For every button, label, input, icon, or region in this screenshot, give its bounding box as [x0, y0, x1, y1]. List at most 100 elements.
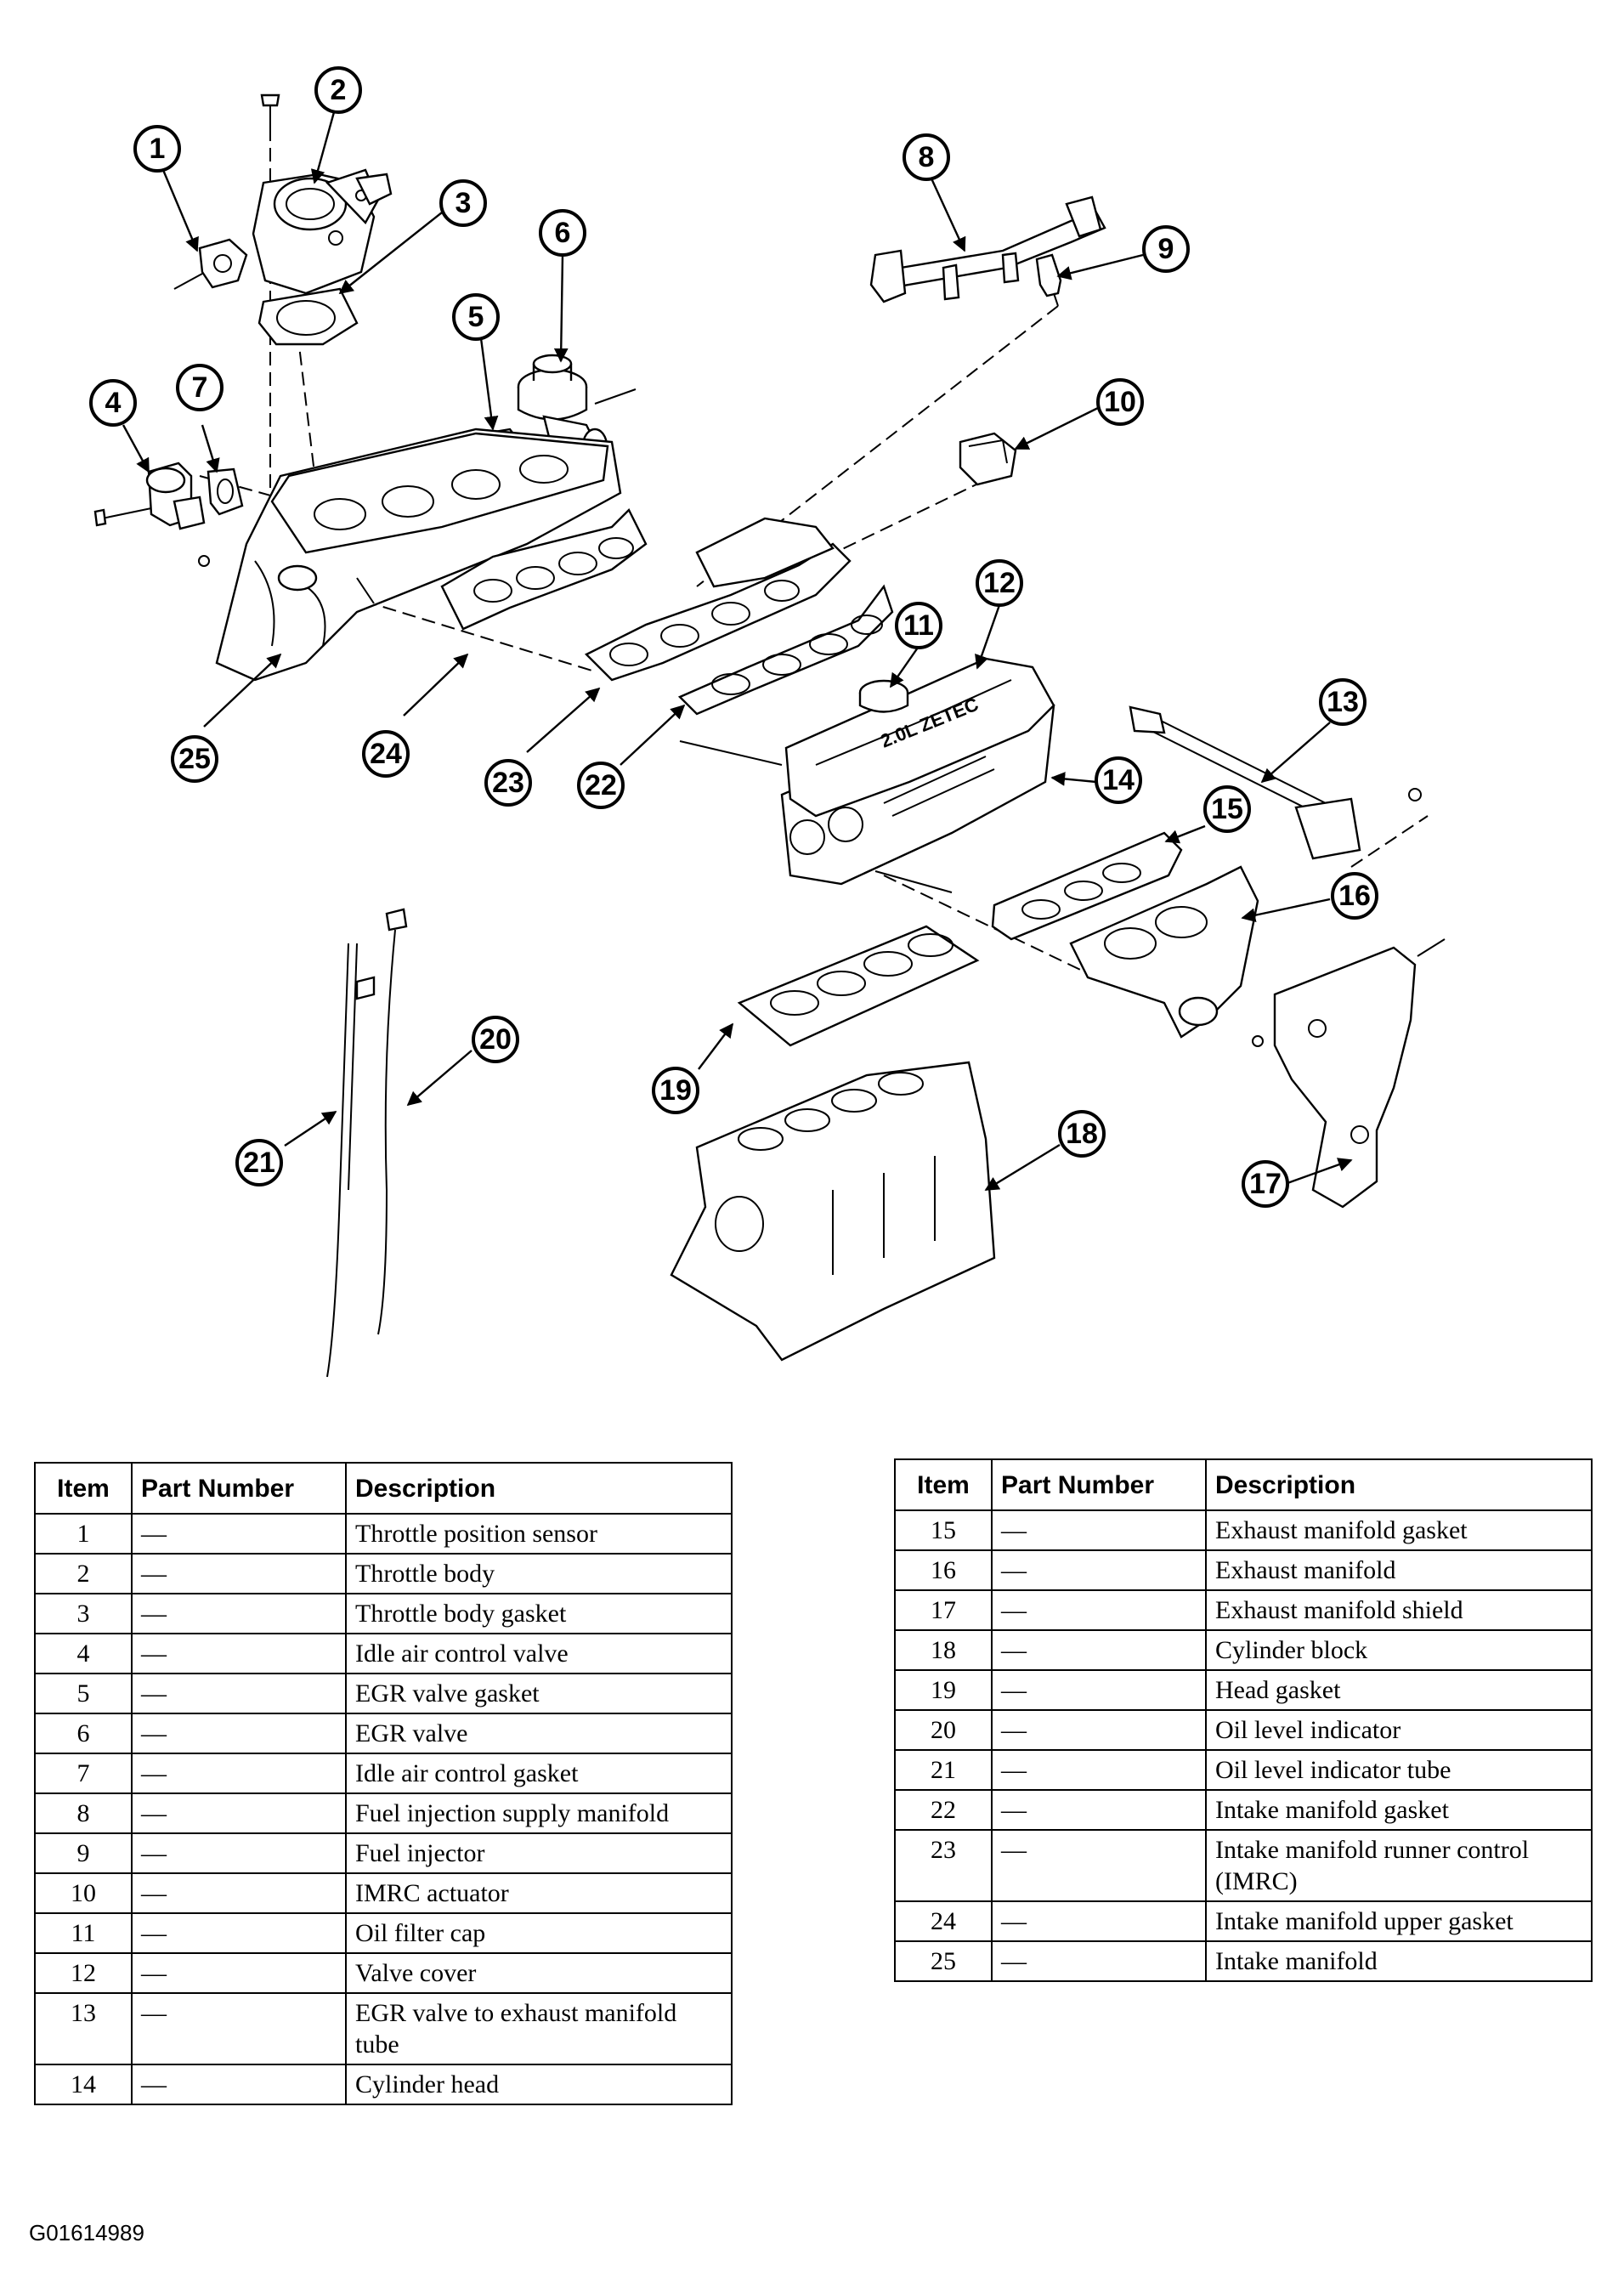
svg-text:9: 9 — [1158, 233, 1174, 265]
part-number-cell: — — [991, 1549, 1207, 1591]
part-number-cell: — — [131, 1753, 347, 1794]
egr-valve-to-exhaust-manifold-tube — [1129, 705, 1422, 860]
item-cell: 8 — [34, 1792, 133, 1834]
callout-7: 7 — [176, 364, 224, 411]
table-row: 22—Intake manifold gasket — [894, 1789, 1593, 1831]
item-cell: 14 — [34, 2064, 133, 2105]
svg-text:14: 14 — [1102, 764, 1135, 796]
svg-text:6: 6 — [555, 217, 571, 249]
callout-9: 9 — [1142, 225, 1190, 273]
throttle-body — [252, 93, 393, 295]
fuel-injector — [1035, 253, 1062, 307]
exhaust-manifold — [1069, 865, 1259, 1039]
svg-text:2: 2 — [331, 74, 347, 106]
table-row: 14—Cylinder head — [34, 2064, 733, 2105]
part-number-cell: — — [131, 1872, 347, 1914]
description-cell: Throttle position sensor — [345, 1513, 733, 1555]
description-cell: Idle air control gasket — [345, 1753, 733, 1794]
item-cell: 15 — [894, 1509, 993, 1551]
table-row: 13—EGR valve to exhaust manifold tube — [34, 1992, 733, 2065]
parts-table-right: Item Part Number Description 15—Exhaust … — [894, 1458, 1593, 1982]
item-cell: 13 — [34, 1992, 133, 2065]
callout-4: 4 — [89, 379, 137, 427]
part-number-cell: — — [131, 1633, 347, 1674]
callout-12: 12 — [976, 559, 1023, 607]
item-cell: 2 — [34, 1553, 133, 1594]
description-cell: Idle air control valve — [345, 1633, 733, 1674]
table-row: 6—EGR valve — [34, 1713, 733, 1754]
head-bolt — [679, 740, 783, 766]
callout-5: 5 — [452, 293, 500, 341]
description-cell: Oil level indicator tube — [1205, 1749, 1593, 1791]
table-row: 16—Exhaust manifold — [894, 1549, 1593, 1591]
callout-17: 17 — [1242, 1160, 1289, 1208]
part-number-cell: — — [131, 1673, 347, 1714]
item-cell: 11 — [34, 1912, 133, 1954]
figure-code: G01614989 — [29, 2220, 144, 2246]
item-cell: 12 — [34, 1952, 133, 1994]
intake-manifold-gasket — [677, 584, 894, 716]
table-row: 17—Exhaust manifold shield — [894, 1589, 1593, 1631]
throttle-body-gasket — [257, 287, 359, 346]
part-number-cell: — — [991, 1900, 1207, 1942]
svg-text:24: 24 — [370, 738, 402, 770]
item-cell: 4 — [34, 1633, 133, 1674]
svg-text:23: 23 — [492, 767, 524, 799]
item-cell: 10 — [34, 1872, 133, 1914]
callout-13: 13 — [1319, 678, 1367, 726]
table-row: 11—Oil filter cap — [34, 1912, 733, 1954]
cylinder-block — [670, 1061, 996, 1362]
description-cell: EGR valve to exhaust manifold tube — [345, 1992, 733, 2065]
table-row: 2—Throttle body — [34, 1553, 733, 1594]
exploded-engine-diagram: 2.0L ZETEC — [89, 66, 1446, 1378]
callout-20: 20 — [472, 1016, 519, 1063]
item-cell: 19 — [894, 1669, 993, 1711]
description-cell: EGR valve — [345, 1713, 733, 1754]
part-number-cell: — — [131, 1952, 347, 1994]
exhaust-manifold-gasket — [991, 831, 1183, 941]
table-row: 10—IMRC actuator — [34, 1872, 733, 1914]
item-cell: 17 — [894, 1589, 993, 1631]
description-cell: Exhaust manifold gasket — [1205, 1509, 1593, 1551]
part-number-cell: — — [991, 1749, 1207, 1791]
column-header-item: Item — [894, 1458, 993, 1511]
part-number-cell: — — [131, 1992, 347, 2065]
part-number-cell: — — [991, 1629, 1207, 1671]
oil-filter-cap — [858, 679, 909, 713]
callout-8: 8 — [903, 133, 950, 181]
table-row: 5—EGR valve gasket — [34, 1673, 733, 1714]
item-cell: 7 — [34, 1753, 133, 1794]
intake-manifold — [198, 428, 622, 682]
table-row: 21—Oil level indicator tube — [894, 1749, 1593, 1791]
description-cell: Throttle body gasket — [345, 1593, 733, 1634]
fuel-injection-supply-manifold — [869, 195, 1106, 303]
callout-6: 6 — [539, 209, 586, 257]
svg-text:15: 15 — [1211, 793, 1243, 825]
part-number-cell: — — [131, 1912, 347, 1954]
part-number-cell: — — [131, 1832, 347, 1874]
item-cell: 23 — [894, 1829, 993, 1902]
table-row: 9—Fuel injector — [34, 1832, 733, 1874]
svg-text:11: 11 — [903, 609, 934, 642]
description-cell: IMRC actuator — [345, 1872, 733, 1914]
column-header-part-number: Part Number — [991, 1458, 1207, 1511]
callout-21: 21 — [235, 1139, 283, 1186]
svg-text:12: 12 — [983, 567, 1016, 599]
svg-text:13: 13 — [1327, 686, 1359, 718]
column-header-item: Item — [34, 1462, 133, 1515]
table-row: 19—Head gasket — [894, 1669, 1593, 1711]
intake-manifold-runner-control — [584, 517, 852, 682]
item-cell: 5 — [34, 1673, 133, 1714]
head-bolt — [874, 870, 953, 893]
part-number-cell: — — [131, 1792, 347, 1834]
imrc-actuator — [959, 432, 1017, 486]
svg-text:20: 20 — [479, 1023, 512, 1056]
oil-level-indicator-tube — [326, 943, 376, 1378]
description-cell: Fuel injection supply manifold — [345, 1792, 733, 1834]
table-row: 12—Valve cover — [34, 1952, 733, 1994]
svg-text:10: 10 — [1104, 386, 1136, 418]
throttle-position-sensor — [173, 238, 248, 290]
svg-text:17: 17 — [1249, 1168, 1282, 1200]
leader-lines — [122, 111, 1353, 1192]
callout-22: 22 — [577, 762, 625, 809]
